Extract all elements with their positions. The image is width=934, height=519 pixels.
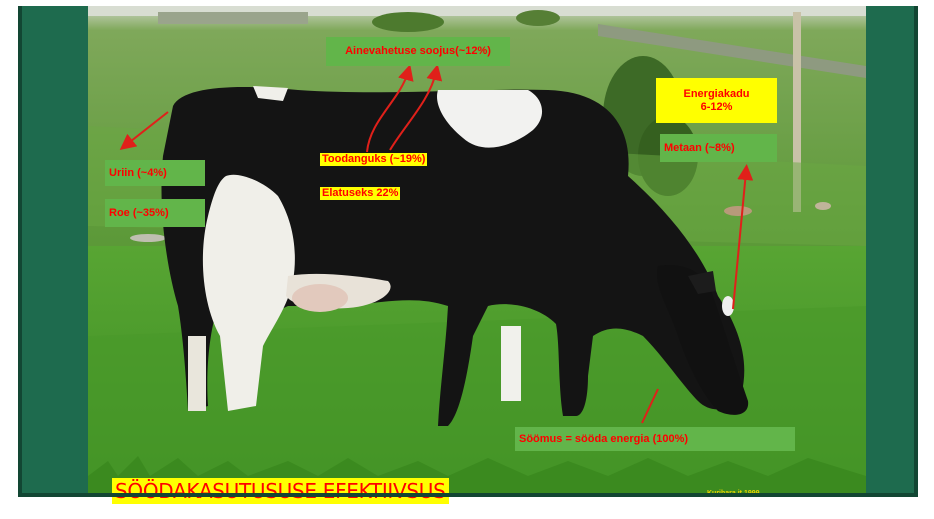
label-energiakadu-line2: 6-12% xyxy=(683,101,749,114)
label-roe: Roe (~35%) xyxy=(105,199,205,227)
arrow-to-metaan xyxy=(733,172,746,309)
arrow-to-ainevahetus-2 xyxy=(390,72,436,150)
arrow-soomus xyxy=(642,389,658,423)
label-energiakadu: Energiakadu 6-12% xyxy=(656,78,777,123)
bottom-frame-strip xyxy=(18,493,918,497)
arrow-to-uriin xyxy=(126,112,168,145)
label-elatuseks: Elatuseks 22% xyxy=(320,187,400,200)
label-uriin: Uriin (~4%) xyxy=(105,160,205,186)
arrow-to-ainevahetus-1 xyxy=(367,72,408,152)
label-soomus: Söömus = sööda energia (100%) xyxy=(515,427,795,451)
label-ainevahetuse-soojus: Ainevahetuse soojus(~12%) xyxy=(326,37,510,66)
label-metaan: Metaan (~8%) xyxy=(660,134,777,162)
label-energiakadu-line1: Energiakadu xyxy=(683,88,749,101)
label-toodanguks: Toodanguks (~19%) xyxy=(320,153,427,166)
slide-title: SÖÖDAKASUTUSUSE EFEKTIIVSUS xyxy=(112,478,449,504)
